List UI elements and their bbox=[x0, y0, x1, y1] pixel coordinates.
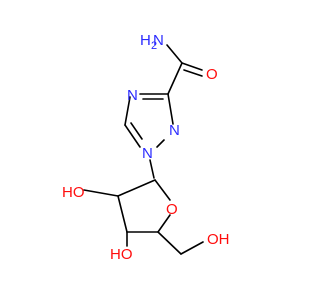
hydroxyl-left-label: HO bbox=[62, 184, 85, 201]
bond-c5prime-oh bbox=[180, 241, 204, 255]
bond-o4-c4 bbox=[157, 214, 171, 233]
bond-c4-c5prime bbox=[157, 231, 182, 255]
amide-hydrogen-label: H bbox=[140, 32, 151, 49]
bonds bbox=[83, 44, 204, 255]
amide-oxygen-label: O bbox=[206, 66, 218, 83]
bond-c5-n1-1 bbox=[124, 124, 141, 148]
ribavirin-structure: N H 2 O N N N O HO HO OH bbox=[62, 32, 230, 263]
bond-n4-c5 bbox=[124, 96, 131, 126]
amide-nitrogen-label: N bbox=[153, 32, 164, 49]
bond-c2-oh bbox=[83, 189, 119, 197]
bond-c3-n2 bbox=[167, 93, 174, 125]
ribose-oxygen-label: O bbox=[166, 201, 178, 218]
bond-c-c3 bbox=[167, 62, 183, 95]
ring-n4-label: N bbox=[127, 87, 138, 104]
hydroxyl-bottom-label: HO bbox=[110, 246, 133, 263]
bond-c-nh2 bbox=[166, 44, 183, 64]
bond-c3-c2 bbox=[117, 195, 128, 233]
bond-c2-c1 bbox=[117, 179, 156, 197]
atom-labels: N H 2 O N N N O HO HO OH bbox=[62, 32, 230, 263]
hydroxyl-right-label: OH bbox=[207, 231, 230, 248]
bond-c-o-2 bbox=[183, 69, 203, 77]
amide-hydrogen-subscript: 2 bbox=[151, 40, 157, 52]
bond-n2-n1 bbox=[156, 139, 165, 148]
ring-n1-label: N bbox=[142, 145, 153, 162]
bond-c-o-1 bbox=[181, 62, 203, 71]
ring-n2-label: N bbox=[169, 122, 180, 139]
bond-c5-n1-2 bbox=[130, 122, 143, 140]
bond-c1-o4 bbox=[154, 179, 171, 201]
bond-n1-c1prime bbox=[149, 159, 155, 179]
